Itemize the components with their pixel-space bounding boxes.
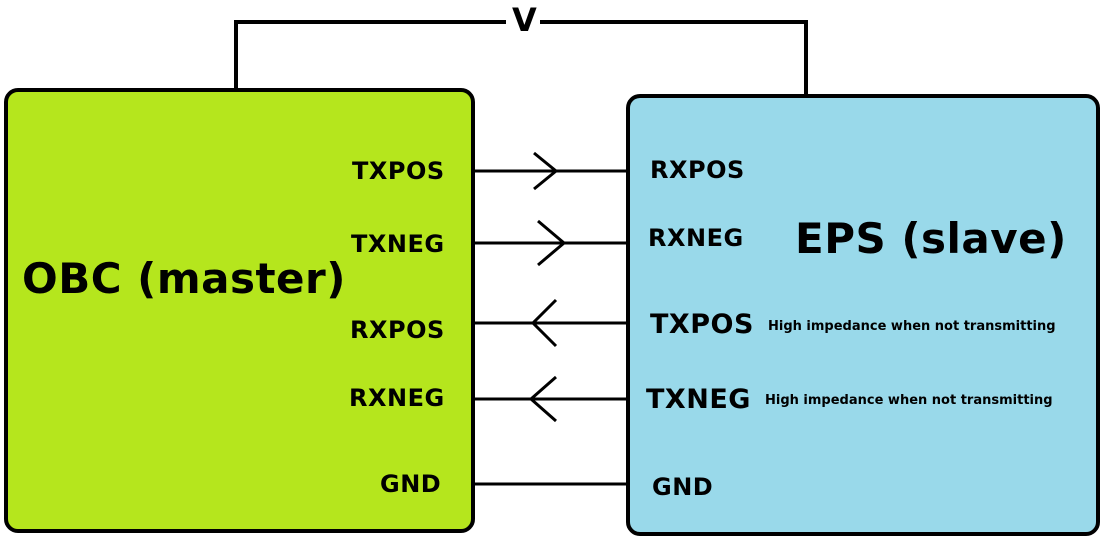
master-pin-rxpos: RXPOS bbox=[350, 316, 445, 344]
txneg-note: High impedance when not transmitting bbox=[765, 393, 1053, 408]
arrow-right-icon bbox=[533, 151, 559, 191]
master-title: OBC (master) bbox=[22, 254, 346, 303]
slave-pin-rxneg: RXNEG bbox=[648, 224, 744, 252]
voltage-line-right bbox=[540, 20, 808, 97]
arrow-left-icon bbox=[530, 298, 558, 348]
slave-pin-txneg: TXNEG bbox=[646, 384, 751, 415]
slave-pin-txpos: TXPOS bbox=[650, 309, 754, 340]
txpos-note: High impedance when not transmitting bbox=[768, 319, 1056, 334]
slave-title: EPS (slave) bbox=[795, 214, 1067, 263]
slave-box bbox=[626, 94, 1100, 536]
master-box bbox=[4, 88, 475, 533]
master-pin-txneg: TXNEG bbox=[351, 230, 445, 258]
slave-pin-gnd: GND bbox=[652, 473, 714, 501]
master-pin-txpos: TXPOS bbox=[352, 157, 445, 185]
slave-pin-rxpos: RXPOS bbox=[650, 156, 745, 184]
arrow-left-icon bbox=[528, 375, 557, 423]
arrow-right-icon bbox=[537, 219, 567, 267]
voltage-label: V bbox=[512, 1, 538, 39]
master-pin-rxneg: RXNEG bbox=[349, 384, 445, 412]
voltage-line bbox=[234, 20, 506, 90]
master-pin-gnd: GND bbox=[380, 470, 442, 498]
